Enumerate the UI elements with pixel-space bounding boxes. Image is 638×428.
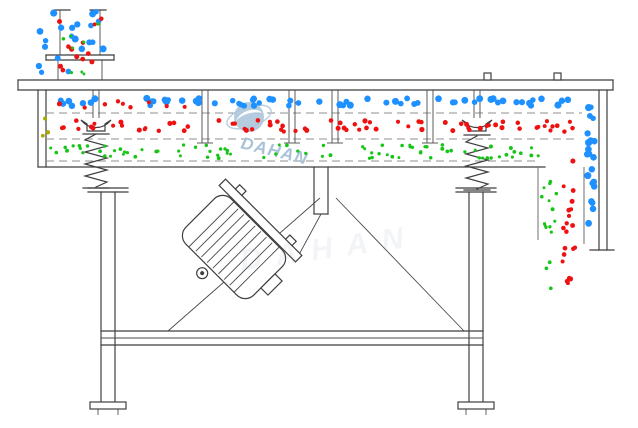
stiffener-post	[92, 90, 100, 118]
feed-inlet	[45, 9, 115, 80]
stiffener-post	[197, 90, 213, 144]
motor-bolt	[284, 234, 298, 247]
motor-fin	[223, 236, 267, 280]
feed-stream-red	[57, 16, 104, 73]
motor-fin	[212, 225, 256, 269]
support-frame	[87, 187, 497, 415]
motor-fin	[206, 219, 250, 263]
discharge-red	[560, 158, 578, 286]
stiffener-post	[327, 90, 343, 144]
stiffener-post	[422, 90, 438, 144]
watermark: DAHAN DAHAN	[226, 102, 419, 277]
motor-bolt	[234, 183, 247, 197]
vibration-motor	[181, 178, 303, 300]
top-deck-blue	[57, 94, 572, 110]
stiffener-post	[284, 90, 300, 144]
lid-bolt-boss	[553, 72, 562, 81]
screen-decks	[46, 112, 582, 162]
right-base-plate	[457, 401, 495, 410]
motor-fin	[218, 231, 262, 275]
motor-fin	[195, 208, 239, 252]
motor-end-boss	[260, 273, 283, 296]
discharge-blue	[583, 104, 598, 227]
right-leg	[455, 187, 497, 415]
brand-logo-icon	[234, 102, 264, 132]
discharge-chute	[537, 167, 615, 251]
feed-splash-blue	[35, 27, 49, 75]
trace-yellow	[40, 116, 51, 138]
motor-shaft-center	[200, 271, 205, 276]
left-base-plate	[89, 401, 127, 410]
mid-deck-red	[59, 118, 575, 134]
bottom-deck-green	[49, 143, 540, 161]
stiffener-posts	[92, 90, 481, 144]
motor-fin	[201, 214, 245, 258]
motor-base-plate	[218, 178, 303, 263]
spring-mounts	[80, 119, 493, 132]
motor-fin	[229, 242, 273, 286]
feed-stream-blue	[50, 8, 107, 75]
discharge-green	[540, 179, 559, 291]
right-brace	[335, 197, 465, 332]
material-particles	[35, 8, 598, 291]
right-support-spring	[463, 134, 491, 191]
lid-bolt-boss	[483, 72, 492, 81]
feed-stream-green	[61, 22, 100, 76]
brand-logo-swoosh	[236, 109, 262, 121]
left-spring-mount	[80, 119, 112, 132]
mixing-zone-red	[56, 99, 187, 110]
cross-beam	[100, 330, 484, 346]
screen-box	[17, 72, 614, 251]
left-leg	[87, 187, 129, 415]
